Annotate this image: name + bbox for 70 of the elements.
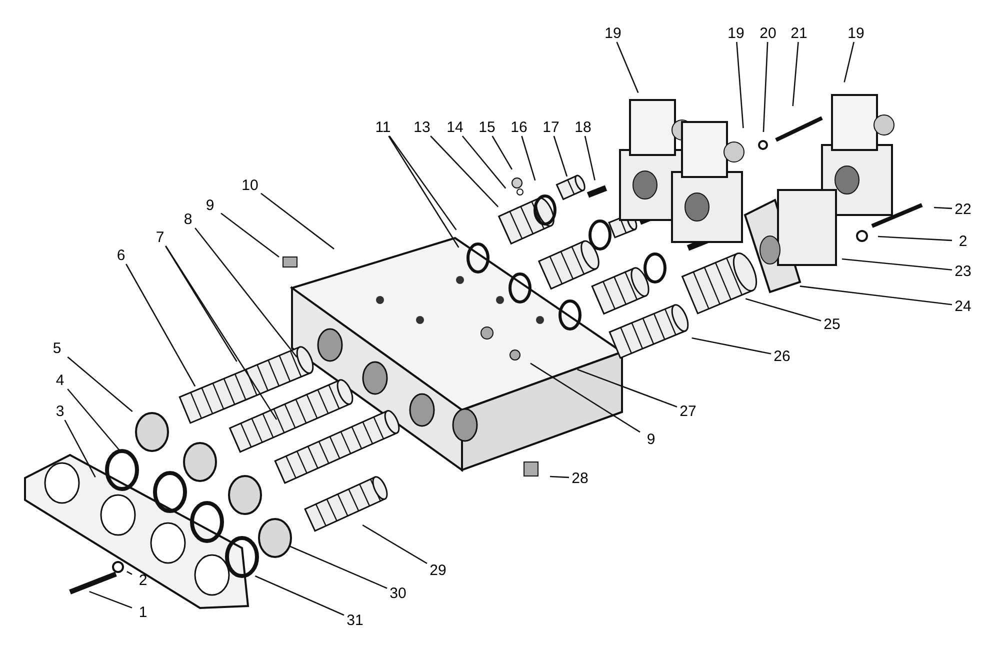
- callout-number: 14: [444, 118, 466, 136]
- leader-line: [220, 212, 280, 258]
- callout-number: 20: [757, 24, 779, 42]
- leader-line: [430, 136, 499, 208]
- callout-number: 23: [952, 262, 974, 280]
- leader-line: [64, 420, 96, 478]
- callout-number: 31: [344, 611, 366, 629]
- leader-line: [521, 136, 536, 181]
- callout-number: 30: [387, 584, 409, 602]
- leader-line: [550, 476, 570, 478]
- callout-number: 25: [821, 315, 843, 333]
- callout-number: 3: [49, 402, 71, 420]
- leader-line: [288, 545, 388, 589]
- leader-line: [844, 42, 854, 82]
- leader-line: [553, 136, 568, 177]
- callout-number: 22: [952, 200, 974, 218]
- leader-line: [792, 42, 799, 106]
- callout-number: 4: [49, 371, 71, 389]
- callout-number: 10: [239, 176, 261, 194]
- callout-number: 18: [572, 118, 594, 136]
- leader-line: [194, 228, 298, 358]
- leader-line: [692, 337, 772, 354]
- leader-line: [362, 524, 428, 564]
- leader-line: [745, 298, 822, 322]
- leader-line: [165, 246, 278, 420]
- leader-line: [388, 136, 460, 248]
- callout-number: 24: [952, 297, 974, 315]
- callout-number: 19: [725, 24, 747, 42]
- leader-line: [934, 206, 952, 210]
- leader-line: [67, 356, 133, 412]
- callout-number: 26: [771, 347, 793, 365]
- leader-line: [616, 42, 639, 94]
- leader-line: [89, 590, 132, 608]
- callout-number: 2: [132, 571, 154, 589]
- callout-number: 15: [476, 118, 498, 136]
- leader-line: [530, 362, 640, 433]
- callout-number: 8: [177, 210, 199, 228]
- leader-line: [260, 192, 334, 250]
- leader-line: [388, 136, 457, 230]
- callout-number: 17: [540, 118, 562, 136]
- callout-number: 11: [372, 118, 394, 136]
- callout-number: 2: [952, 232, 974, 250]
- leader-line: [800, 286, 952, 306]
- callout-number: 28: [569, 469, 591, 487]
- leader-line: [126, 571, 132, 575]
- callout-number: 7: [149, 228, 171, 246]
- callout-number: 21: [788, 24, 810, 42]
- callout-number: 19: [602, 24, 624, 42]
- callout-number: 9: [199, 196, 221, 214]
- leader-line: [577, 368, 678, 408]
- callout-number: 19: [845, 24, 867, 42]
- leader-line: [492, 136, 512, 170]
- callout-number: 5: [46, 339, 68, 357]
- callout-number: 6: [110, 246, 132, 264]
- leader-line: [736, 42, 744, 128]
- callout-number: 27: [677, 402, 699, 420]
- leader-line: [254, 575, 344, 616]
- leader-line: [842, 258, 952, 271]
- callout-number: 29: [427, 561, 449, 579]
- callout-number: 9: [640, 430, 662, 448]
- leader-line: [67, 388, 120, 451]
- leader-line: [584, 136, 596, 180]
- callout-number: 1: [132, 603, 154, 621]
- callout-number: 16: [508, 118, 530, 136]
- leader-line: [462, 136, 506, 189]
- leader-line: [762, 42, 768, 132]
- callout-number: 13: [411, 118, 433, 136]
- leader-line: [126, 264, 196, 387]
- leader-line: [878, 236, 952, 242]
- leader-line: [165, 246, 238, 362]
